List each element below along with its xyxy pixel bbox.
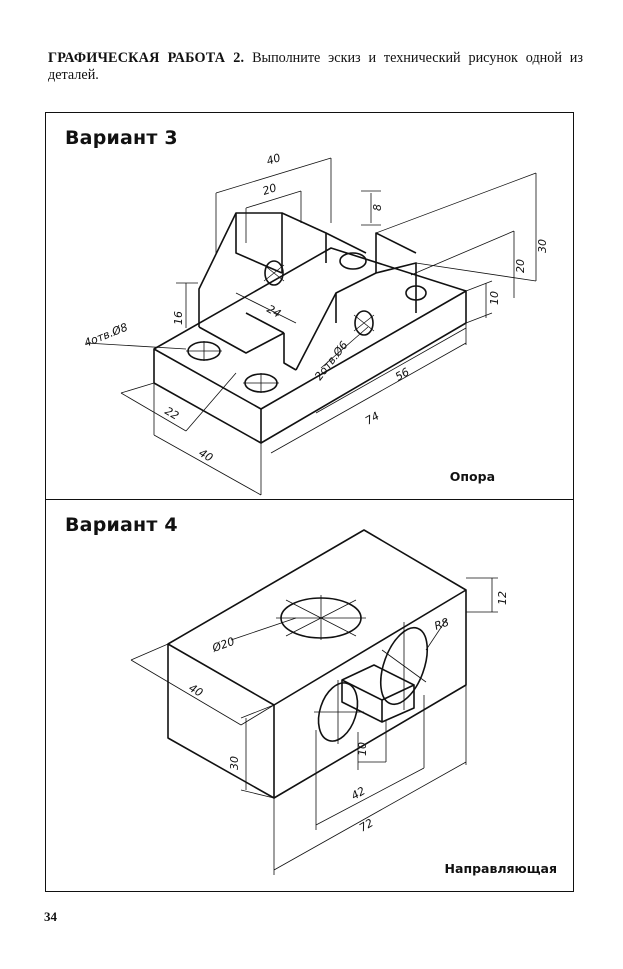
dim10-line	[357, 720, 387, 770]
base-right-face	[260, 290, 467, 444]
variant-4-part-name: Направляющая	[444, 861, 557, 876]
variant-4-panel: Ø20 R8 12 40 30 10 42 72 Вариант 4 Напра…	[45, 499, 574, 892]
hole-right	[405, 285, 427, 301]
dim-22: 22	[163, 404, 182, 422]
dim42-line	[315, 695, 425, 830]
assignment-text: Выполните эскиз и технический рисунок од…	[48, 50, 583, 83]
hole-back	[339, 252, 367, 270]
dim-40: 40	[187, 681, 206, 699]
dim8-line	[361, 190, 381, 226]
right-lug-inner	[283, 333, 297, 371]
page-number: 34	[44, 909, 57, 924]
assignment-heading: ГРАФИЧЕСКАЯ РАБОТА 2. Выполните эскиз и …	[48, 50, 583, 84]
assignment-title: ГРАФИЧЕСКАЯ РАБОТА 2.	[48, 50, 245, 66]
dim24-line	[235, 292, 297, 324]
variant-4-drawing: Ø20 R8 12 40 30 10 42 72	[130, 529, 509, 875]
dim-8: 8	[371, 204, 384, 211]
dim56-line	[315, 327, 467, 414]
variant-3-panel: 40 20 8 30 20 10 16 24 4отв.Ø8 2отв.Ø6 5…	[45, 112, 574, 500]
slot-bottom	[198, 326, 285, 354]
variant-4-title: Вариант 4	[65, 514, 178, 536]
dim-16: 16	[172, 311, 185, 325]
block-front-face	[167, 643, 275, 799]
block-top-outline	[167, 529, 467, 645]
slot-end-top	[379, 626, 429, 706]
dim-10: 10	[356, 742, 369, 756]
slot-end-front	[317, 682, 359, 742]
lug-hole-right	[354, 310, 374, 336]
dim-24: 24	[265, 302, 284, 320]
dim-72: 72	[357, 816, 376, 834]
dim30-line	[240, 704, 275, 799]
dim-r8: R8	[433, 616, 451, 633]
dim-74: 74	[363, 409, 382, 427]
dim-12: 12	[496, 591, 509, 605]
dim16-line	[176, 282, 198, 328]
dim-d20: Ø20	[210, 635, 237, 655]
cut-line	[325, 232, 367, 254]
base-front-face	[153, 348, 262, 444]
variant-3-drawing: 40 20 8 30 20 10 16 24 4отв.Ø8 2отв.Ø6 5…	[82, 151, 549, 496]
left-lug	[198, 212, 327, 327]
holes4-leader	[85, 342, 187, 350]
dim74-line	[270, 323, 467, 454]
dim12-line	[466, 577, 498, 613]
dim10-line	[465, 280, 493, 324]
dim-30: 30	[228, 756, 241, 770]
holes2-leader	[320, 326, 369, 369]
r8-leader	[425, 619, 447, 651]
dim-30: 30	[536, 239, 549, 253]
slot-tongue-top	[341, 664, 415, 686]
dim22-line	[120, 372, 237, 432]
dim-10: 10	[488, 291, 501, 305]
left-lug-edge	[235, 213, 283, 274]
dim40b-line	[153, 383, 262, 496]
dim-42: 42	[349, 784, 368, 802]
dim20r-line	[410, 230, 515, 298]
d20-leader	[230, 617, 297, 641]
slot-floor	[245, 312, 285, 334]
dim40-line	[215, 157, 332, 253]
variant-3-part-name: Опора	[449, 469, 495, 484]
block-right-face	[273, 589, 467, 799]
variant-3-title: Вариант 3	[65, 127, 178, 149]
dim20-line	[245, 190, 302, 243]
dim-40-bottom: 40	[197, 446, 216, 464]
dim-20-top: 20	[261, 181, 278, 198]
lug-hole-left	[264, 260, 284, 286]
dim40-line	[130, 643, 275, 726]
dim30-line	[375, 172, 537, 282]
dim-40-top: 40	[265, 151, 282, 168]
slot-tongue-right	[381, 684, 415, 723]
dim-56: 56	[393, 365, 412, 383]
dim-20-right: 20	[514, 259, 527, 273]
dim72-line	[273, 685, 467, 875]
base-top-outline	[153, 247, 467, 350]
slot-tongue-front	[341, 679, 383, 723]
right-lug-top	[375, 232, 417, 273]
